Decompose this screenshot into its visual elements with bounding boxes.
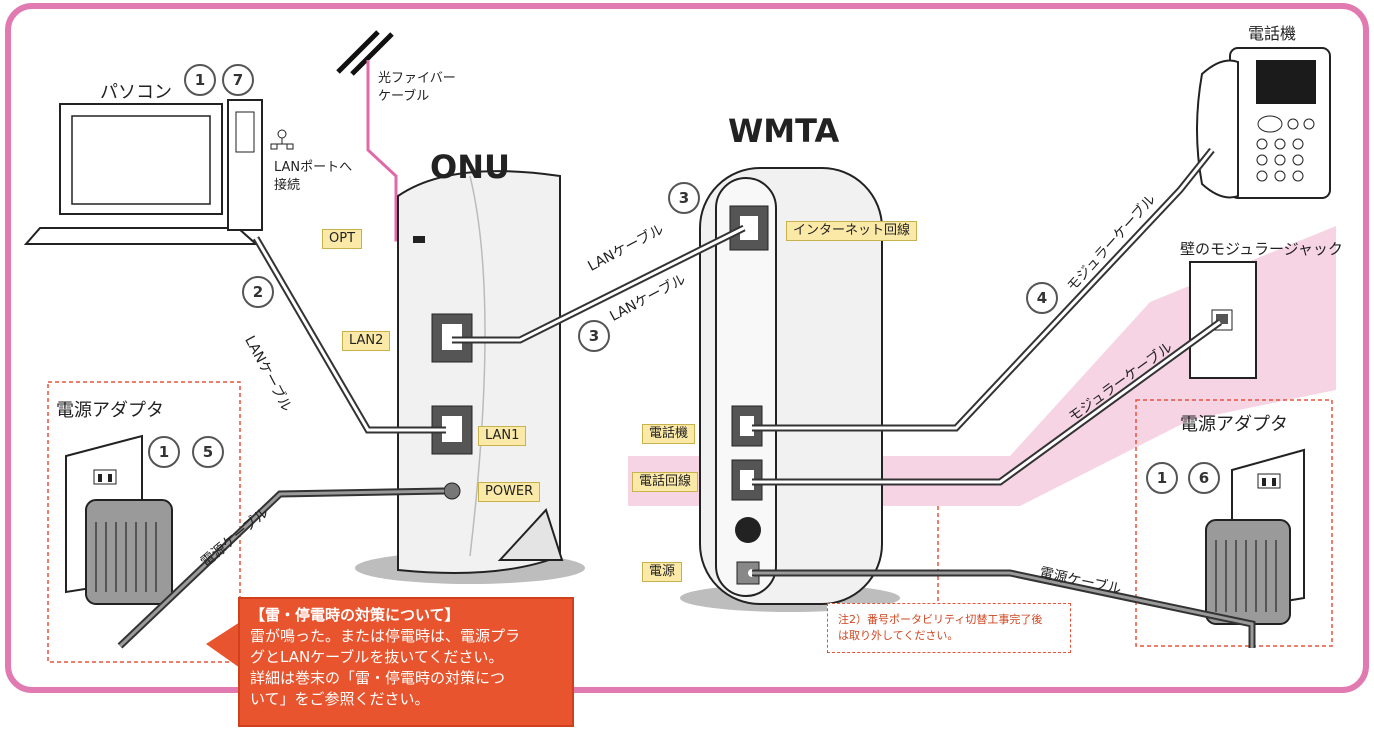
step-number: 2 [242, 276, 274, 308]
notice-pointer [206, 622, 240, 668]
step-number: 7 [222, 64, 254, 96]
cables [117, 147, 1256, 649]
step-number: 3 [668, 182, 700, 214]
lan1-port-tag: LAN1 [478, 426, 527, 446]
notice-line: 雷が鳴った。または停電時は、電源プラ [250, 627, 521, 645]
notice-title: 【雷・停電時の対策について】 [250, 606, 460, 624]
onu-device [355, 170, 585, 584]
left-adapter-box [47, 381, 241, 663]
outer-frame [5, 3, 1369, 693]
telephone-illustration [1196, 47, 1331, 199]
wall-jack-label: 壁のモジュラージャック [1180, 240, 1343, 258]
lan-port-label-2: 接続 [274, 178, 301, 193]
step-number: 1 [184, 64, 216, 96]
step-number: 1 [148, 436, 180, 468]
notice-line: いて」をご参照ください。 [250, 690, 430, 708]
step-number: 4 [1026, 282, 1058, 314]
wmta-title: WMTA [728, 112, 840, 150]
pc-label: パソコン [100, 82, 172, 103]
pc-illustration [23, 99, 263, 245]
step-number: 5 [192, 436, 224, 468]
wall-jack-illustration [1189, 261, 1257, 379]
note-line: 注2）番号ポータビリティ切替工事完了後 [838, 613, 1043, 626]
notice-line: 詳細は巻末の「雷・停電時の対策につ [250, 669, 506, 687]
lan-port-icon [270, 129, 294, 150]
wmta-device [680, 167, 900, 612]
step-number: 1 [1146, 462, 1178, 494]
telephone-label: 電話機 [1248, 24, 1297, 43]
step-number: 6 [1188, 462, 1220, 494]
phone-line-port-tag: 電話回線 [632, 472, 699, 492]
note-line: は取り外してください。 [838, 629, 959, 642]
lan2-port-tag: LAN2 [342, 331, 391, 351]
porting-note-box: 注2）番号ポータビリティ切替工事完了後 は取り外してください。 [827, 603, 1071, 653]
onu-title: ONU [430, 148, 510, 186]
internet-port-tag: インターネット回線 [786, 221, 918, 241]
fiber-cable-label: 光ファイバー ケーブル [378, 71, 456, 104]
step-number: 3 [578, 320, 610, 352]
opt-port-tag: OPT [322, 229, 363, 249]
left-adapter-label: 電源アダプタ [56, 400, 164, 421]
dc-port-tag: 電源 [642, 562, 683, 582]
notice-line: グとLANケーブルを抜いてください。 [250, 648, 504, 666]
left-power-adapter [65, 434, 173, 605]
right-adapter-box [1135, 399, 1333, 647]
lan-port-label: LANポートへ [274, 160, 353, 175]
phone-port-tag: 電話機 [642, 424, 696, 444]
right-adapter-label: 電源アダプタ [1180, 414, 1288, 435]
lightning-notice-box: 【雷・停電時の対策について】 雷が鳴った。または停電時は、電源プラ グとLANケ… [238, 597, 574, 727]
power-port-tag: POWER [478, 482, 541, 502]
